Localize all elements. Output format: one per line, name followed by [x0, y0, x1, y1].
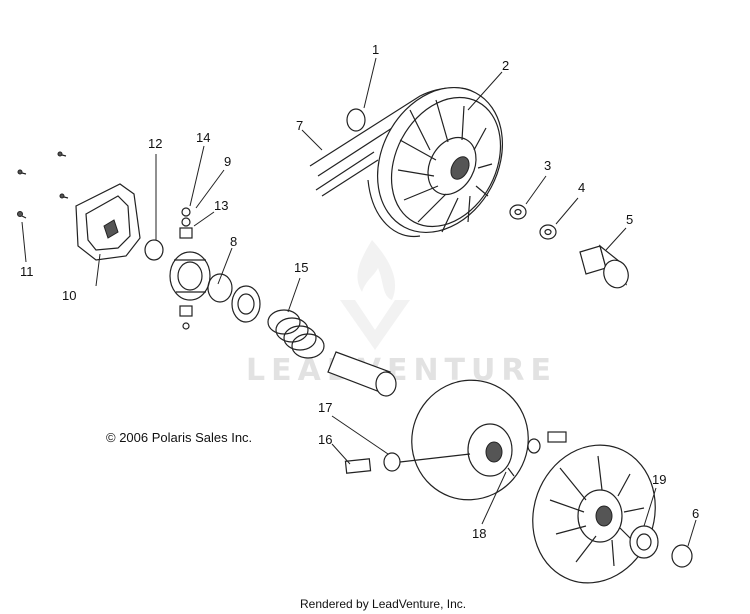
part-pin [344, 431, 567, 477]
callout-9: 9 [224, 154, 231, 169]
callout-2: 2 [502, 58, 509, 73]
callout-13: 13 [214, 198, 228, 213]
callout-18: 18 [472, 526, 486, 541]
part-driven-sheave-rear [532, 444, 656, 584]
part-bearing [629, 525, 659, 559]
part-drive-sheave [367, 86, 504, 238]
callout-12: 12 [148, 136, 162, 151]
part-screws [17, 151, 69, 219]
callout-numbers: 1 2 3 4 5 6 7 8 9 10 11 12 13 14 15 16 1… [20, 42, 699, 541]
copyright-text: © 2006 Polaris Sales Inc. [106, 430, 252, 445]
callout-11: 11 [20, 264, 34, 279]
part-retaining-ring [144, 239, 164, 261]
part-shim [207, 273, 261, 323]
callout-7: 7 [296, 118, 303, 133]
watermark-text: LEADVENTURE [246, 353, 557, 388]
part-spacer-washer [539, 224, 557, 240]
callout-19: 19 [652, 472, 666, 487]
part-spider [169, 251, 211, 301]
part-o-ring [346, 108, 366, 132]
leader-lines [21, 57, 697, 547]
callout-1: 1 [372, 42, 379, 57]
part-washer [509, 204, 527, 220]
callout-17: 17 [318, 400, 332, 415]
part-bolt [579, 244, 629, 289]
watermark-logo [340, 240, 410, 350]
callout-14: 14 [196, 130, 210, 145]
callout-8: 8 [230, 234, 237, 249]
callout-5: 5 [626, 212, 633, 227]
callout-3: 3 [544, 158, 551, 173]
part-cover [75, 183, 141, 261]
part-shaft [327, 351, 397, 397]
callout-4: 4 [578, 180, 585, 195]
part-snap-ring [671, 544, 693, 568]
part-driven-sheave [411, 379, 529, 501]
part-rollers [179, 207, 193, 330]
callout-6: 6 [692, 506, 699, 521]
part-spring [267, 309, 325, 359]
footer-credit: Rendered by LeadVenture, Inc. [300, 597, 466, 611]
callout-16: 16 [318, 432, 332, 447]
callout-10: 10 [62, 288, 76, 303]
callout-15: 15 [294, 260, 308, 275]
